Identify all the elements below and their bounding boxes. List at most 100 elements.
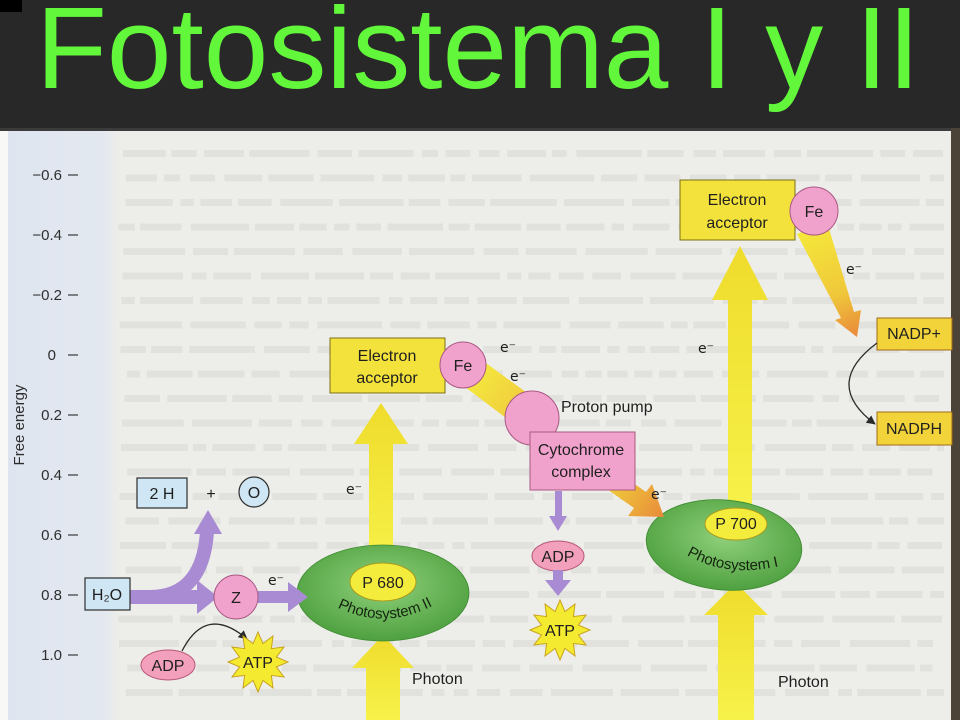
bleed-through-line (745, 346, 806, 353)
bleed-through-line (124, 395, 160, 402)
bleed-through-line (733, 174, 761, 182)
bleed-through-line (766, 174, 820, 182)
bleed-through-line (280, 199, 333, 206)
bleed-through-line (317, 321, 383, 329)
bleed-through-line (674, 419, 722, 427)
bleed-through-line (119, 493, 141, 500)
bleed-through-line (875, 272, 915, 280)
electron-acceptor-ps2-line1: Electron (358, 348, 417, 365)
bleed-through-line (553, 419, 600, 427)
bleed-through-line (685, 689, 730, 696)
cytochrome-line1: Cytochrome (538, 442, 624, 459)
bleed-through-line (288, 444, 327, 451)
bleed-through-line (571, 566, 591, 574)
bleed-through-line (289, 321, 309, 329)
bleed-through-line (551, 150, 567, 157)
photon-arrow-ps2 (352, 635, 414, 720)
bleed-through-line (325, 517, 391, 525)
bleed-through-line (472, 174, 522, 182)
bleed-through-line (192, 444, 207, 451)
p700-label: P 700 (715, 516, 757, 533)
bleed-through-line (764, 444, 826, 451)
bleed-through-line (914, 248, 944, 255)
electron-acceptor-ps2-line2: acceptor (356, 370, 418, 387)
bleed-through-line (683, 370, 713, 378)
bleed-through-line (763, 297, 787, 304)
bleed-through-line (785, 689, 830, 696)
bleed-through-line (792, 297, 844, 304)
bleed-through-line (168, 517, 221, 525)
adp-to-atp-arrow (553, 570, 563, 582)
bleed-through-line (561, 370, 579, 378)
fe-ps1-circle (789, 186, 839, 236)
bleed-through-line (323, 493, 364, 500)
fe-to-nadp-arrow (797, 222, 861, 337)
bleed-through-line (171, 542, 201, 549)
bleed-through-line (620, 689, 679, 696)
bleed-through-line (417, 542, 445, 549)
bleed-through-line (208, 542, 270, 549)
bleed-through-line (682, 272, 741, 280)
bleed-through-line (308, 297, 322, 304)
bleed-through-line (390, 321, 421, 329)
electron-acceptor-ps1-line2: acceptor (706, 215, 768, 232)
bleed-through-line (875, 493, 924, 500)
photosynthesis-diagram: Free energy −0.6 −0.4 −0.2 0 0.2 0.4 0.6… (0, 128, 960, 720)
bleed-through-line (723, 150, 766, 157)
tick-label: 1.0 (41, 647, 62, 664)
bleed-through-line (809, 542, 872, 549)
bleed-through-line (387, 223, 443, 231)
bleed-through-line (400, 272, 430, 280)
bleed-through-line (167, 395, 227, 402)
bleed-through-line (889, 517, 909, 525)
bleed-through-line (278, 395, 304, 402)
oxygen-label: O (248, 485, 260, 502)
bleed-through-line (686, 346, 736, 353)
bleed-through-line (272, 493, 317, 500)
bleed-through-line (320, 174, 375, 182)
bleed-through-line (196, 468, 226, 476)
bleed-through-line (808, 493, 869, 500)
electron-label: e⁻ (698, 341, 714, 357)
bleed-through-line (215, 566, 244, 574)
nadp-box (876, 317, 953, 351)
bleed-through-line (917, 517, 944, 525)
bleed-through-line (277, 542, 318, 549)
photon-ps2-label: Photon (412, 671, 463, 688)
bleed-through-line (869, 468, 901, 476)
bleed-through-line (529, 664, 573, 672)
photon-arrow-ps1 (704, 583, 768, 720)
bleed-through-line (171, 150, 197, 157)
bleed-through-line (670, 321, 688, 329)
bleed-through-line (622, 615, 685, 623)
electron-label: e⁻ (510, 369, 526, 385)
bleed-through-line (123, 248, 186, 255)
bleed-through-line (281, 664, 307, 672)
bleed-through-line (192, 248, 229, 255)
bleed-through-line (382, 174, 403, 182)
bleed-through-line (831, 517, 884, 525)
bleed-through-line (749, 615, 765, 623)
bleed-through-line (494, 493, 535, 500)
bleed-through-line (859, 223, 882, 231)
atp-transport-label: ATP (545, 623, 575, 640)
bleed-through-line (121, 419, 184, 427)
electron-label: e⁻ (846, 262, 862, 278)
bleed-through-line (819, 664, 857, 672)
bleed-through-line (399, 468, 442, 476)
bleed-through-line (125, 566, 182, 574)
bleed-through-line (784, 272, 846, 280)
bleed-through-line (637, 517, 656, 525)
bleed-through-line (929, 174, 944, 182)
bleed-through-line (427, 444, 478, 451)
nadp-to-nadph-arrow (848, 342, 878, 425)
bleed-through-line (191, 272, 207, 280)
bleed-through-line (446, 664, 473, 672)
p680-label: P 680 (362, 575, 404, 592)
bleed-through-line (542, 493, 563, 500)
bleed-through-line (909, 223, 944, 231)
bleed-through-line (483, 248, 519, 255)
bleed-through-line (500, 468, 557, 476)
bleed-through-line (888, 223, 902, 231)
oxygen-circle (238, 476, 270, 508)
